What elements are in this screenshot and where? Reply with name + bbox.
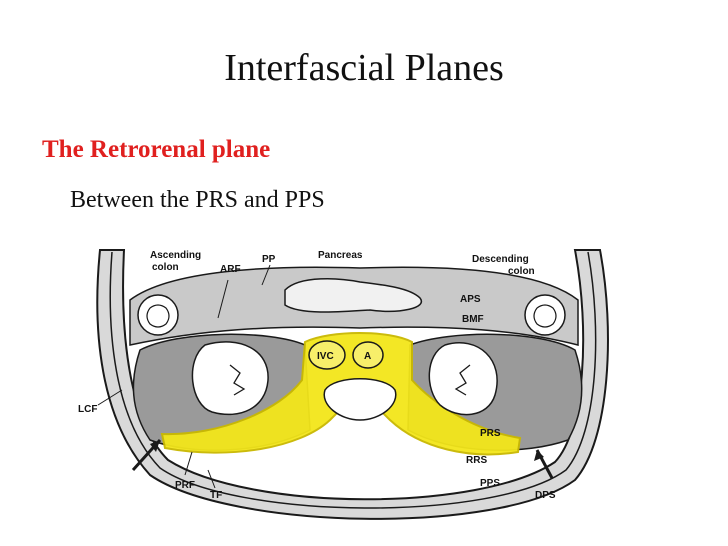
- section-description: Between the PRS and PPS: [70, 187, 325, 213]
- pps-label: PPS: [480, 478, 500, 489]
- prf-leader-line: [184, 451, 193, 476]
- arf-leader-line: [217, 279, 229, 319]
- tf-label: TF: [210, 490, 222, 501]
- tf-leader-line: [207, 469, 216, 489]
- dps-label: DPS: [535, 490, 556, 501]
- ivc-vessel: [308, 340, 346, 370]
- bmf-label: BMF: [462, 314, 484, 325]
- aorta-label: A: [364, 351, 371, 362]
- ivc-label: IVC: [317, 351, 334, 362]
- slide-title: Interfascial Planes: [224, 47, 504, 89]
- ascending-colon-organ: [137, 294, 179, 336]
- lcf-label: LCF: [78, 404, 97, 415]
- pancreas-organ: [284, 278, 423, 313]
- left-renal-sinus: [454, 364, 471, 396]
- aps-label: APS: [460, 294, 481, 305]
- right-renal-sinus: [229, 364, 246, 396]
- body-wall-outer: [96, 249, 609, 520]
- descending-colon-label-line1: Descending: [472, 254, 529, 265]
- pp-label: PP: [262, 254, 276, 265]
- pancreas-label: Pancreas: [318, 250, 363, 261]
- aorta-vessel: [352, 341, 384, 369]
- prf-label: PRF: [175, 480, 195, 491]
- lcf-leader-line: [97, 389, 123, 406]
- arf-label: ARF: [220, 264, 241, 275]
- descending-colon-haustra: [533, 304, 557, 328]
- body-wall-inner-line: [109, 251, 597, 509]
- right-kidney: [191, 341, 269, 416]
- prs-label: PRS: [480, 428, 501, 439]
- vertebral-body: [323, 378, 397, 421]
- ascending-colon-label-line1: Ascending: [150, 250, 201, 261]
- ascending-colon-haustra: [146, 304, 170, 328]
- section-heading: The Retrorenal plane: [42, 136, 271, 163]
- ascending-colon-label-line2: colon: [152, 262, 179, 273]
- descending-colon-organ: [524, 294, 566, 336]
- rrs-label: RRS: [466, 455, 487, 466]
- right-arrowhead: [534, 450, 544, 461]
- pp-leader-line: [261, 264, 271, 286]
- descending-colon-label-line2: colon: [508, 266, 535, 277]
- left-arrowhead: [150, 440, 160, 452]
